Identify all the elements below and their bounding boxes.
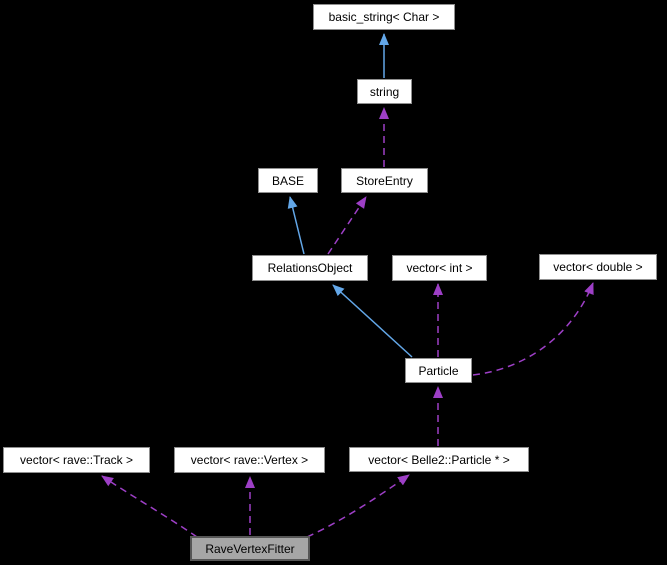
- edge-particle-to-relationsobject: [332, 284, 413, 358]
- node-basic-string-char[interactable]: basic_string< Char >: [313, 4, 455, 30]
- node-relationsobject[interactable]: RelationsObject: [252, 255, 368, 281]
- node-vector-int[interactable]: vector< int >: [392, 255, 487, 281]
- node-vector-double[interactable]: vector< double >: [539, 254, 657, 280]
- node-vector-rave-track[interactable]: vector< rave::Track >: [3, 447, 150, 473]
- edge-ravevertexfitter-to-vector-rave-track: [101, 475, 198, 538]
- edge-particle-to-vector-double: [472, 282, 594, 376]
- node-vector-belle2-particle[interactable]: vector< Belle2::Particle * >: [349, 447, 529, 472]
- edge-relationsobject-to-storeentry: [327, 196, 367, 255]
- node-base[interactable]: BASE: [258, 168, 318, 193]
- node-storeentry[interactable]: StoreEntry: [341, 168, 428, 193]
- edge-relationsobject-to-base: [287, 196, 305, 255]
- node-particle[interactable]: Particle: [405, 358, 472, 383]
- edge-ravevertexfitter-to-vector-belle2-particle: [306, 474, 410, 538]
- node-vector-rave-vertex[interactable]: vector< rave::Vertex >: [174, 447, 325, 473]
- node-string[interactable]: string: [357, 79, 412, 104]
- node-ravevertexfitter: RaveVertexFitter: [190, 536, 310, 561]
